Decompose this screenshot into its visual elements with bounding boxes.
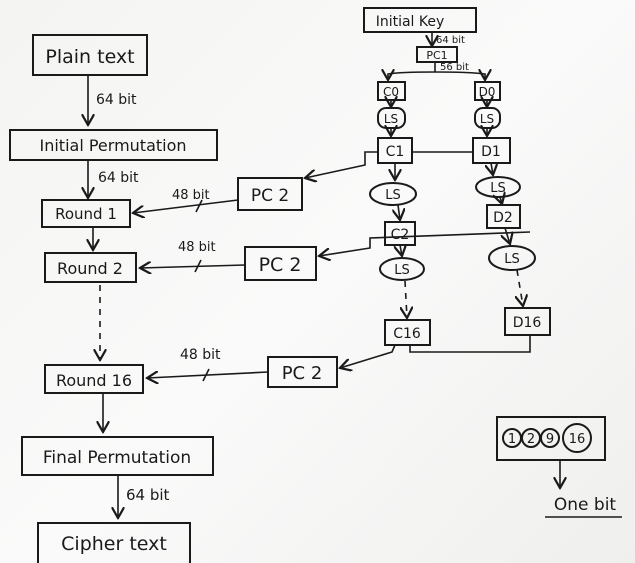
bits-label: 48 bit xyxy=(172,188,210,203)
round-2-label: Round 2 xyxy=(57,259,123,278)
bit-slash xyxy=(194,259,202,273)
arrow xyxy=(434,72,485,80)
initial-permutation-label: Initial Permutation xyxy=(39,136,186,155)
round-16-label: Round 16 xyxy=(56,371,132,390)
ls-label: LS xyxy=(480,112,494,126)
c1-label: C1 xyxy=(386,144,405,160)
ls-box: LS xyxy=(377,107,406,129)
pc1-label: PC1 xyxy=(426,49,447,62)
line xyxy=(409,335,531,353)
c0-box: C0 xyxy=(377,81,406,101)
pc2-box-2: PC 2 xyxy=(244,246,317,281)
dashed-arrow xyxy=(405,280,407,318)
cipher-text-label: Cipher text xyxy=(61,533,167,555)
bits-label: 48 bit xyxy=(180,347,221,363)
round-number: 1 xyxy=(508,432,516,447)
round-2-box: Round 2 xyxy=(44,252,137,283)
d0-label: D0 xyxy=(479,85,496,99)
ls-label: LS xyxy=(394,263,410,278)
arrow xyxy=(140,265,246,268)
ls-oval: LS xyxy=(475,176,521,198)
arrow xyxy=(398,204,400,220)
round-circle xyxy=(562,423,592,453)
round-1-label: Round 1 xyxy=(55,205,117,223)
round-number: 16 xyxy=(569,432,586,447)
d0-box: D0 xyxy=(474,81,501,101)
plain-text-label: Plain text xyxy=(45,46,134,68)
d2-label: D2 xyxy=(493,210,513,226)
pc2-label: PC 2 xyxy=(259,254,302,276)
arrow xyxy=(305,151,378,178)
arrow xyxy=(400,245,402,256)
arrow xyxy=(340,344,396,368)
c16-box: C16 xyxy=(384,319,431,346)
arrow xyxy=(500,197,502,204)
bits-label: 64 bit xyxy=(126,486,170,504)
bits-label: 48 bit xyxy=(178,240,216,255)
arrow xyxy=(133,199,239,213)
initial-key-box: Initial Key xyxy=(363,7,477,33)
arrow xyxy=(505,227,510,244)
ls-oval: LS xyxy=(369,182,417,206)
round-circle xyxy=(540,428,560,448)
c2-box: C2 xyxy=(384,221,416,246)
one-bit-label: One bit xyxy=(554,495,617,515)
pc2-box-1: PC 2 xyxy=(237,177,303,211)
d1-box: D1 xyxy=(472,137,511,164)
bits-label: 56 bit xyxy=(440,62,469,73)
cipher-text-box: Cipher text xyxy=(37,522,191,563)
ls-box: LS xyxy=(474,107,501,129)
d16-label: D16 xyxy=(513,315,542,331)
ls-label: LS xyxy=(384,112,398,126)
c1-box: C1 xyxy=(377,137,413,164)
d2-box: D2 xyxy=(486,204,521,229)
c16-label: C16 xyxy=(393,326,421,342)
pc2-box-3: PC 2 xyxy=(267,356,338,388)
plain-text-box: Plain text xyxy=(32,34,148,76)
initial-permutation-box: Initial Permutation xyxy=(9,129,218,161)
initial-key-label: Initial Key xyxy=(376,14,445,30)
ls-oval: LS xyxy=(379,257,425,281)
d1-label: D1 xyxy=(481,144,501,160)
bit-slash xyxy=(202,368,210,382)
ls-label: LS xyxy=(490,181,506,196)
d16-box: D16 xyxy=(504,307,551,336)
pc1-box: PC1 xyxy=(416,46,458,63)
ls-label: LS xyxy=(385,188,401,203)
arrow xyxy=(319,231,531,256)
final-permutation-label: Final Permutation xyxy=(43,448,191,468)
pc2-label: PC 2 xyxy=(251,186,289,206)
pc2-label: PC 2 xyxy=(282,363,323,384)
ls-label: LS xyxy=(504,252,520,267)
round-1-box: Round 1 xyxy=(41,199,131,228)
round-16-box: Round 16 xyxy=(44,364,144,394)
c2-label: C2 xyxy=(391,227,410,243)
bits-label: 64 bit xyxy=(98,170,139,186)
ls-oval: LS xyxy=(488,245,536,271)
arrow xyxy=(388,72,436,80)
arrow xyxy=(491,162,493,175)
dashed-arrow xyxy=(517,269,523,306)
round-number: 2 xyxy=(527,432,535,447)
bit-slash xyxy=(195,199,203,213)
final-permutation-box: Final Permutation xyxy=(21,436,214,476)
arrow xyxy=(147,372,269,378)
bits-label: 64 bit xyxy=(96,92,137,108)
bits-label: 64 bit xyxy=(436,35,465,46)
c0-label: C0 xyxy=(383,85,399,99)
one-bit-rounds-box: 1 2 9 16 xyxy=(496,416,606,461)
round-number: 9 xyxy=(546,432,554,447)
